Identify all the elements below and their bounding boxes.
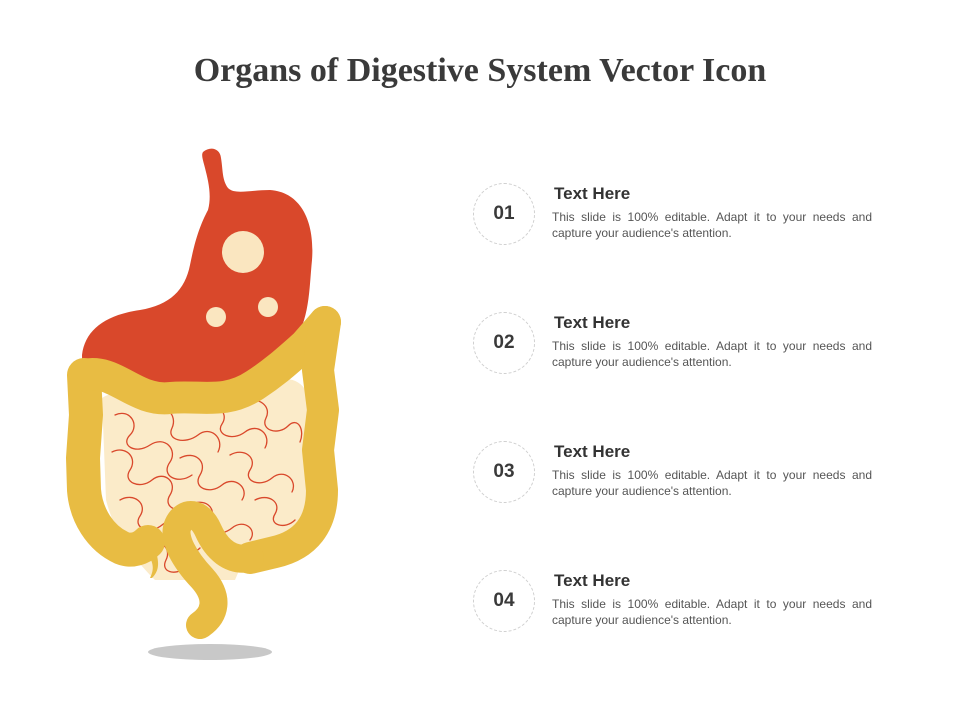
item-number-badge: 03: [473, 441, 535, 503]
page-title: Organs of Digestive System Vector Icon: [193, 52, 767, 89]
list-item: 02 Text Here This slide is 100% editable…: [470, 309, 890, 438]
item-title: Text Here: [554, 571, 631, 590]
stomach: [82, 148, 313, 393]
item-title: Text Here: [554, 313, 631, 332]
item-description: This slide is 100% editable. Adapt it to…: [552, 339, 872, 369]
list-item: 03 Text Here This slide is 100% editable…: [470, 438, 890, 567]
item-description: This slide is 100% editable. Adapt it to…: [552, 597, 872, 627]
shadow: [148, 644, 272, 660]
list-item: 04 Text Here This slide is 100% editable…: [470, 567, 890, 696]
stomach-spot: [222, 231, 264, 273]
large-intestine: [66, 306, 341, 639]
stomach-spot: [206, 307, 226, 327]
colon-tail: [148, 552, 159, 578]
item-title: Text Here: [554, 442, 631, 461]
list-item: 01 Text Here This slide is 100% editable…: [470, 180, 890, 309]
digestive-system-icon: [66, 148, 341, 660]
item-number-badge: 02: [473, 312, 535, 374]
item-number-badge: 01: [473, 183, 535, 245]
item-number-badge: 04: [473, 570, 535, 632]
item-description: This slide is 100% editable. Adapt it to…: [552, 210, 872, 240]
item-list: 01 Text Here This slide is 100% editable…: [470, 180, 890, 696]
item-description: This slide is 100% editable. Adapt it to…: [552, 468, 872, 498]
item-title: Text Here: [554, 184, 631, 203]
stomach-spot: [258, 297, 278, 317]
